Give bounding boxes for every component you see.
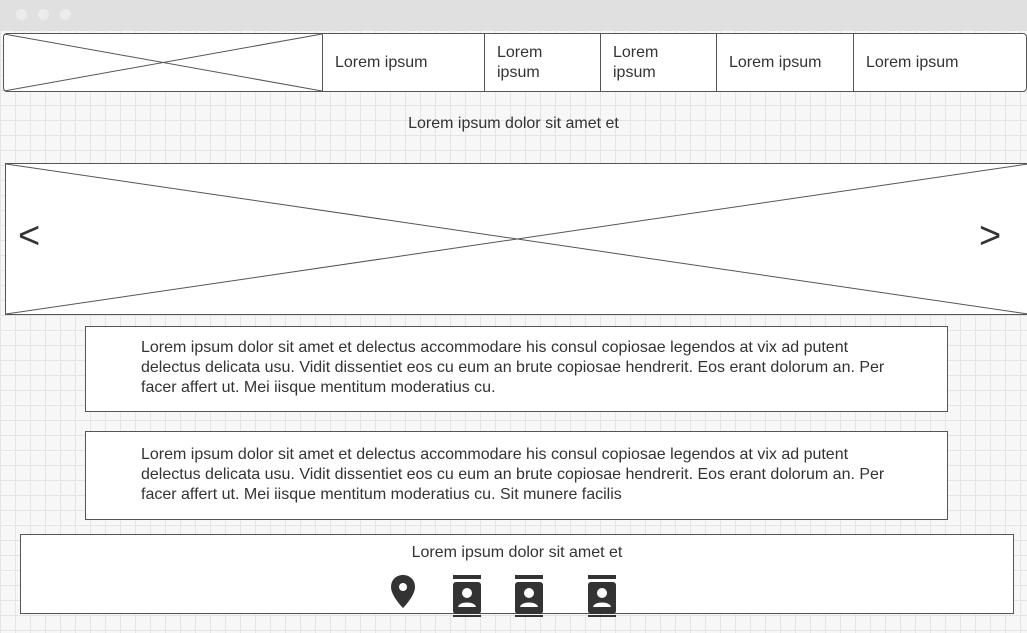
image-placeholder-cross-icon [4,34,322,91]
nav-item-label: Lorem ipsum [613,43,659,81]
window-maximize-dot[interactable] [60,9,71,20]
nav-item-label: Lorem ipsum [497,43,543,81]
carousel-image-placeholder-icon [6,164,1027,314]
contact-card-icon[interactable] [585,575,619,617]
text-block-2: Lorem ipsum dolor sit amet et delectus a… [85,431,948,520]
contact-card-icon[interactable] [450,575,484,617]
nav-item-2[interactable]: Lorem ipsum [485,34,601,91]
window-close-dot[interactable] [16,9,27,20]
carousel-next-button[interactable]: > [979,215,1002,257]
text-block-1: Lorem ipsum dolor sit amet et delectus a… [85,326,948,412]
contact-card-icon[interactable] [512,575,546,617]
nav-item-label: Lorem ipsum [729,53,822,71]
page-headline: Lorem ipsum dolor sit amet et [408,115,619,132]
nav-item-label: Lorem ipsum [335,53,428,71]
footer-text: Lorem ipsum dolor sit amet et [411,544,623,561]
logo-image-placeholder[interactable] [4,34,323,91]
nav-item-3[interactable]: Lorem ipsum [601,34,717,91]
location-pin-icon[interactable] [391,575,415,611]
image-carousel[interactable]: < > [5,163,1027,315]
nav-item-label: Lorem ipsum [866,53,959,71]
window-titlebar [0,0,1027,31]
top-navbar: Lorem ipsum Lorem ipsum Lorem ipsum Lore… [3,33,1027,92]
footer: Lorem ipsum dolor sit amet et [20,534,1014,617]
nav-item-1[interactable]: Lorem ipsum [323,34,485,91]
nav-item-5[interactable]: Lorem ipsum [854,34,1025,91]
nav-item-4[interactable]: Lorem ipsum [717,34,854,91]
window-minimize-dot[interactable] [38,9,49,20]
carousel-prev-button[interactable]: < [18,215,41,257]
